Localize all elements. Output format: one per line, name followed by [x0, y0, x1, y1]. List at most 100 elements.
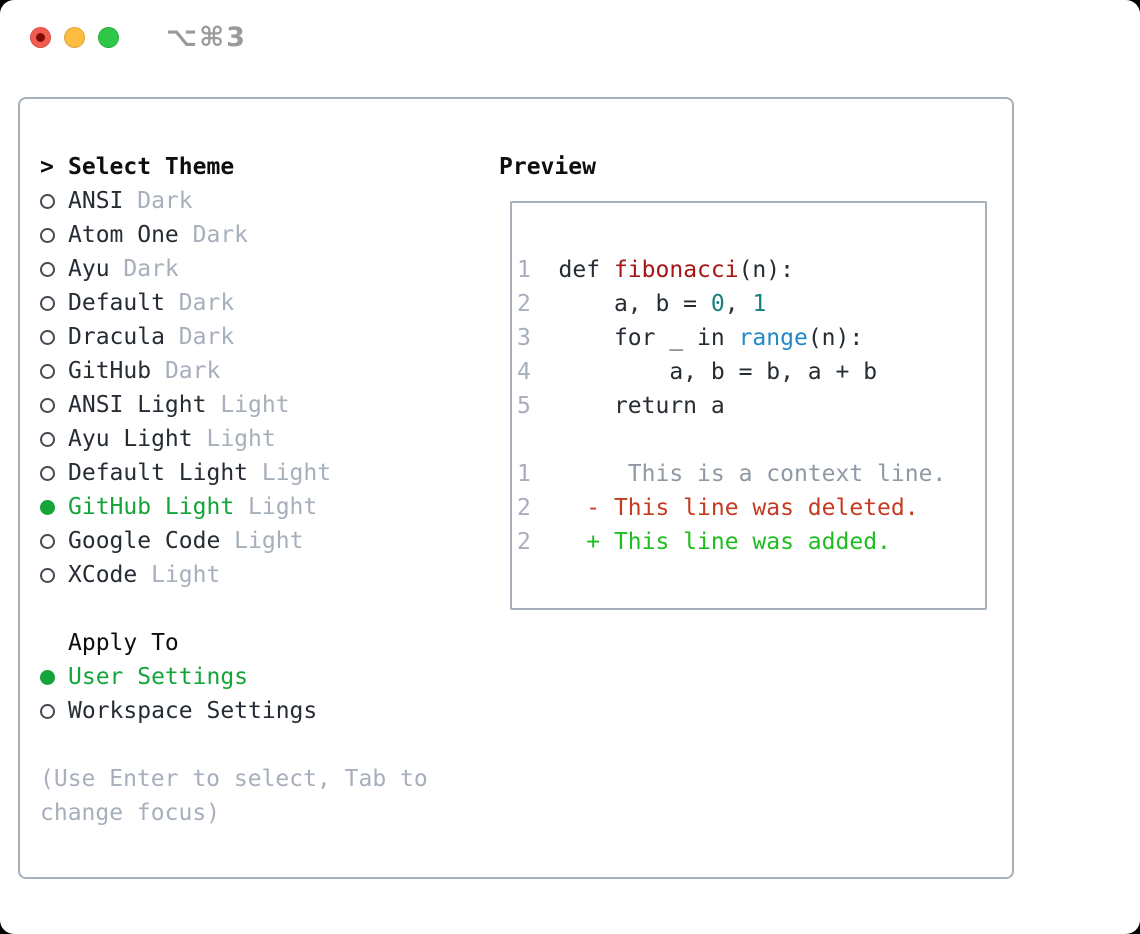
option-label: Ayu: [68, 256, 110, 282]
theme-option-ansi[interactable]: ANSI Dark: [40, 184, 490, 218]
code-token-gutter: 2: [517, 495, 531, 521]
close-button[interactable]: [30, 27, 51, 48]
apply-option-user-settings[interactable]: User Settings: [40, 660, 490, 694]
code-line: 1 def fibonacci(n):: [517, 253, 946, 287]
code-token-gutter: 3: [517, 325, 531, 351]
spacer: [40, 728, 490, 762]
option-label: GitHub: [68, 358, 152, 384]
titlebar: ⌥⌘3: [0, 0, 1140, 76]
variant-label: Dark: [109, 256, 179, 282]
option-label: GitHub Light: [68, 494, 235, 520]
radio-unselected-icon: [40, 261, 55, 277]
theme-option-github[interactable]: GitHub Dark: [40, 354, 490, 388]
option-label: Ayu Light: [68, 426, 193, 452]
theme-option-default-light[interactable]: Default Light Light: [40, 456, 490, 490]
code-token-plain: ,: [724, 291, 753, 317]
radio-selected-icon: [40, 499, 55, 515]
code-token-deleted: - This line was deleted.: [530, 495, 919, 521]
theme-option-atom-one[interactable]: Atom One Dark: [40, 218, 490, 252]
variant-label: Light: [206, 392, 290, 418]
option-label: Atom One: [68, 222, 179, 248]
code-token-gutter: 5: [517, 393, 531, 419]
variant-label: Light: [220, 528, 304, 554]
code-line: 3 for _ in range(n):: [517, 321, 946, 355]
option-label: User Settings: [68, 664, 249, 690]
variant-label: Light: [234, 494, 318, 520]
radio-unselected-icon: [40, 465, 55, 481]
theme-option-ayu[interactable]: Ayu Dark: [40, 252, 490, 286]
theme-option-xcode[interactable]: XCode Light: [40, 558, 490, 592]
help-text: (Use Enter to select, Tab to change focu…: [40, 766, 428, 826]
code-token-plain: (n):: [807, 325, 864, 351]
apply-to-header-row: Apply To: [40, 626, 490, 660]
theme-option-dracula[interactable]: Dracula Dark: [40, 320, 490, 354]
radio-unselected-icon: [40, 193, 55, 209]
option-label: ANSI Light: [68, 392, 207, 418]
code-line: 1 This is a context line.: [517, 457, 946, 491]
code-token-plain: a, b =: [530, 291, 711, 317]
minimize-button[interactable]: [64, 27, 85, 48]
code-token-context: This is a context line.: [530, 461, 947, 487]
variant-label: Dark: [123, 188, 193, 214]
radio-selected-icon: [40, 669, 55, 685]
cursor-prompt-icon: >: [40, 154, 54, 180]
option-label: ANSI: [68, 188, 124, 214]
spacer: [40, 592, 490, 626]
code-line: 2 a, b = 0, 1: [517, 287, 946, 321]
code-token-added: + This line was added.: [530, 529, 891, 555]
code-line: 2 - This line was deleted.: [517, 491, 946, 525]
variant-label: Light: [248, 460, 332, 486]
theme-option-ansi-light[interactable]: ANSI Light Light: [40, 388, 490, 422]
option-label: Dracula: [68, 324, 165, 350]
code-line: 4 a, b = b, a + b: [517, 355, 946, 389]
variant-label: Light: [137, 562, 221, 588]
theme-option-default[interactable]: Default Dark: [40, 286, 490, 320]
code-line: 5 return a: [517, 389, 946, 423]
theme-option-ayu-light[interactable]: Ayu Light Light: [40, 422, 490, 456]
variant-label: Light: [192, 426, 276, 452]
radio-unselected-icon: [40, 227, 55, 243]
variant-label: Dark: [164, 324, 235, 350]
radio-unselected-icon: [40, 431, 55, 447]
code-token-gutter: 1: [517, 461, 531, 487]
code-token-gutter: 1: [517, 257, 531, 283]
radio-unselected-icon: [40, 533, 55, 549]
option-label: Workspace Settings: [68, 698, 318, 724]
theme-option-github-light[interactable]: GitHub Light Light: [40, 490, 490, 524]
code-token-plain: a, b = b, a + b: [530, 359, 878, 385]
code-token-builtin: range: [738, 325, 808, 351]
option-label: Default: [68, 290, 165, 316]
code-token-number: 1: [752, 291, 767, 317]
code-token-plain: def: [530, 257, 614, 283]
variant-label: Dark: [164, 290, 235, 316]
select-theme-title: Select Theme: [68, 154, 235, 180]
code-token-gutter: 4: [517, 359, 531, 385]
code-token-gutter: 2: [517, 291, 531, 317]
option-label: Default Light: [68, 460, 249, 486]
variant-label: Dark: [151, 358, 221, 384]
code-token-plain: for _ in: [530, 325, 739, 351]
preview-title: Preview: [499, 154, 596, 180]
code-token-gutter: 2: [517, 529, 531, 555]
option-label: Google Code: [68, 528, 221, 554]
code-token-plain: (n):: [738, 257, 794, 283]
variant-label: Dark: [178, 222, 249, 248]
radio-unselected-icon: [40, 329, 55, 345]
radio-unselected-icon: [40, 397, 55, 413]
apply-option-workspace-settings[interactable]: Workspace Settings: [40, 694, 490, 728]
radio-unselected-icon: [40, 295, 55, 311]
theme-option-google-code[interactable]: Google Code Light: [40, 524, 490, 558]
code-token-number: 0: [710, 291, 725, 317]
radio-unselected-icon: [40, 567, 55, 583]
zoom-button[interactable]: [98, 27, 119, 48]
option-label: XCode: [68, 562, 138, 588]
apply-to-title: Apply To: [68, 630, 179, 656]
code-line: 2 + This line was added.: [517, 525, 946, 559]
